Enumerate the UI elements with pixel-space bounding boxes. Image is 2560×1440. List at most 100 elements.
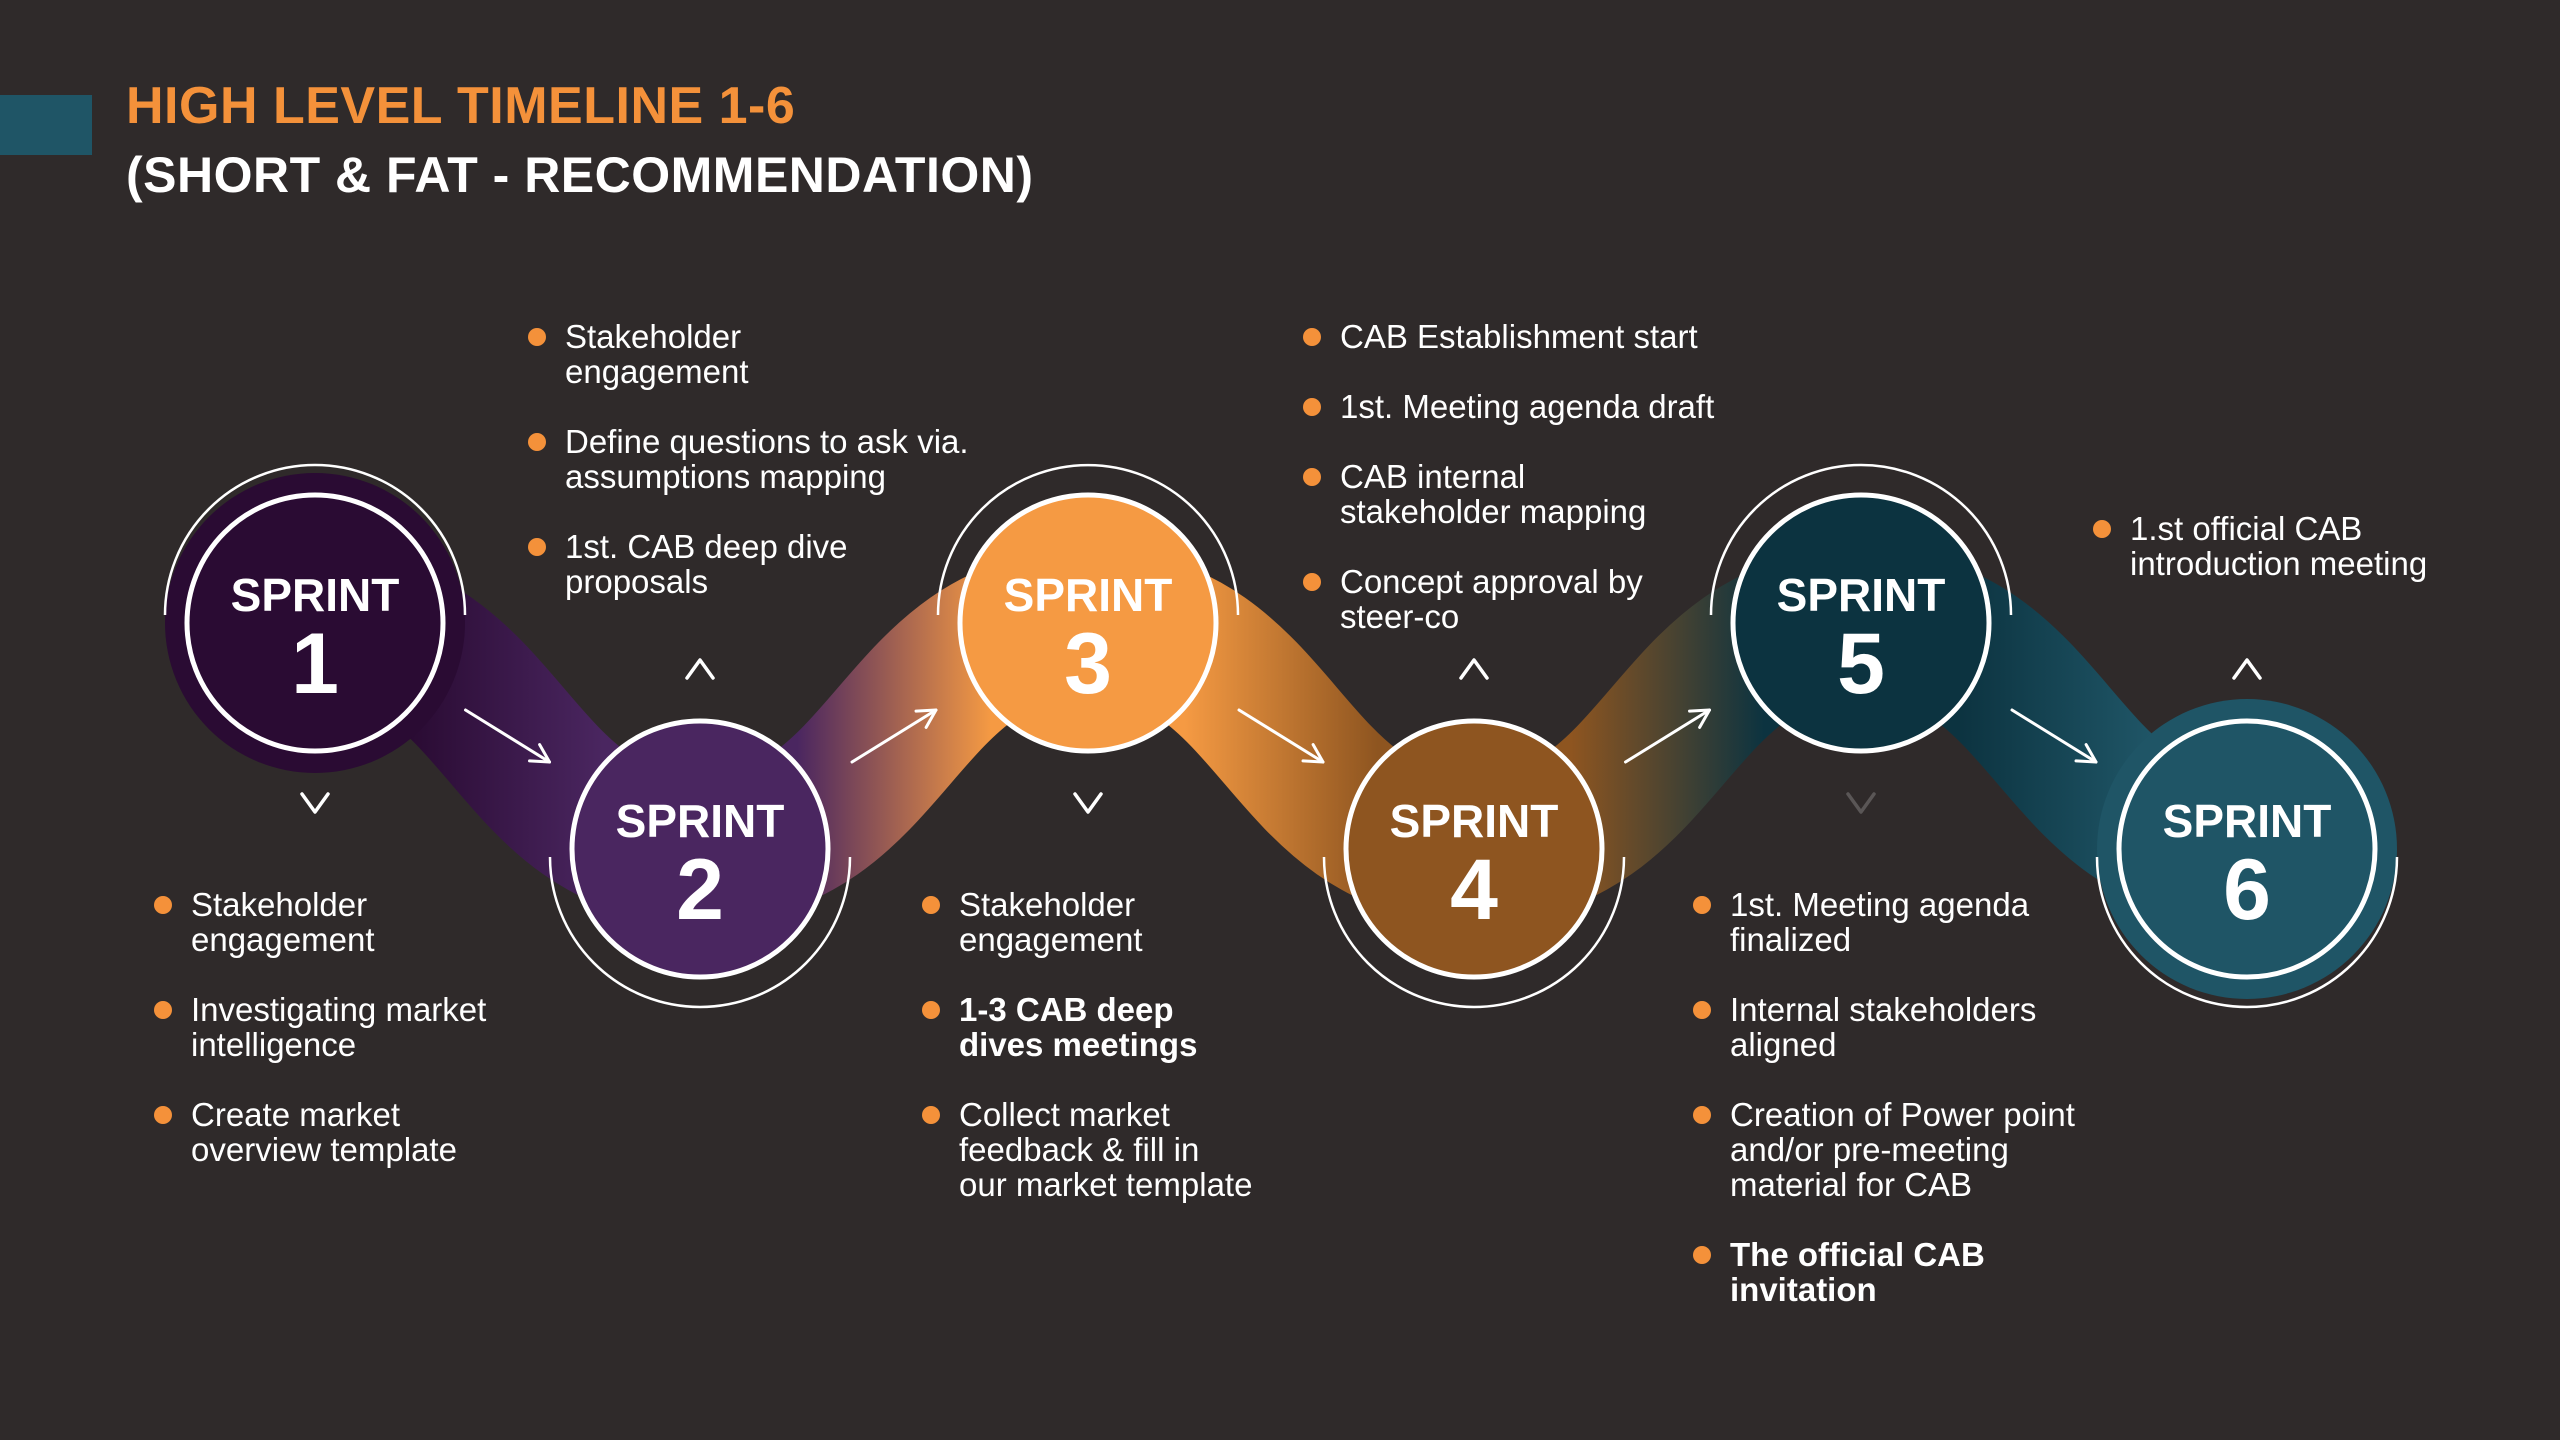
chevron-up-icon bbox=[685, 658, 715, 680]
sprint-6-label: SPRINT bbox=[2163, 795, 2332, 847]
activity-text-line: overview template bbox=[191, 1131, 457, 1168]
activity-text-line: Define questions to ask via. bbox=[565, 423, 969, 460]
flow-arrow-2 bbox=[850, 708, 938, 764]
activity-text-line: Internal stakeholders bbox=[1730, 991, 2037, 1028]
sprint-2-circle bbox=[569, 718, 831, 980]
activity-text-line: Collect market bbox=[959, 1096, 1170, 1133]
activity-text-line: assumptions mapping bbox=[565, 458, 887, 495]
sprint-nodes: SPRINT1SPRINT2SPRINT3SPRINT4SPRINT5SPRIN… bbox=[163, 463, 2399, 1009]
activity-text-line: steer-co bbox=[1340, 598, 1460, 635]
activity-text-line: finalized bbox=[1730, 921, 1852, 958]
sprint-3-number: 3 bbox=[1064, 616, 1112, 712]
sprint-1-circle bbox=[184, 492, 446, 754]
sprint-5-label: SPRINT bbox=[1777, 569, 1946, 621]
sprint-4-circle bbox=[1343, 718, 1605, 980]
chevron-up-icon bbox=[1459, 658, 1489, 680]
sprint-3-circle bbox=[957, 492, 1219, 754]
activity-text-line: 1.st official CAB bbox=[2130, 510, 2363, 547]
activity-item: Define questions to ask via.assumptions … bbox=[528, 424, 969, 494]
activity-text-line: our market template bbox=[959, 1166, 1253, 1203]
timeline-arrows bbox=[464, 708, 2098, 764]
chevron-down-icon bbox=[300, 792, 330, 814]
sprint-5-number: 5 bbox=[1837, 616, 1885, 712]
activity-text-line: 1-3 CAB deep bbox=[959, 991, 1174, 1028]
activity-text-line: invitation bbox=[1730, 1271, 1877, 1308]
activity-text-line: and/or pre-meeting bbox=[1730, 1131, 2009, 1168]
activity-text-line: engagement bbox=[191, 921, 375, 958]
flow-arrow-5 bbox=[2010, 708, 2098, 764]
sprint-1-outer-ring bbox=[163, 463, 467, 616]
activity-item: CAB Establishment start bbox=[1303, 319, 1714, 354]
activity-text-line: feedback & fill in bbox=[959, 1131, 1200, 1168]
activity-text-line: stakeholder mapping bbox=[1340, 493, 1647, 530]
activity-text-line: material for CAB bbox=[1730, 1166, 1973, 1203]
activity-text-line: CAB internal bbox=[1340, 458, 1526, 495]
activity-text-line: The official CAB bbox=[1730, 1236, 1985, 1273]
activity-text-line: engagement bbox=[959, 921, 1143, 958]
sprint-3-label: SPRINT bbox=[1004, 569, 1173, 621]
flow-arrow-1 bbox=[464, 708, 551, 764]
activity-text-line: dives meetings bbox=[959, 1026, 1198, 1063]
sprint-5-outer-ring bbox=[1709, 463, 2013, 616]
page-subtitle: (SHORT & FAT - RECOMMENDATION) bbox=[126, 147, 1034, 203]
sprint-1-number: 1 bbox=[291, 616, 339, 712]
activity-text-line: 1st. Meeting agenda draft bbox=[1340, 388, 1715, 425]
sprint-4-activities: CAB Establishment start 1st. Meeting agen… bbox=[1303, 319, 1714, 634]
flow-arrow-4 bbox=[1624, 708, 1711, 764]
sprint-2-number: 2 bbox=[676, 842, 724, 938]
sprint-2-label: SPRINT bbox=[616, 795, 785, 847]
sprint-2-outer-ring bbox=[548, 856, 852, 1009]
activity-text-line: Investigating market bbox=[191, 991, 487, 1028]
sprint-3-outer-ring bbox=[936, 463, 1240, 616]
activity-text-line: Create market bbox=[191, 1096, 401, 1133]
activity-text-line: Stakeholder bbox=[565, 318, 742, 355]
sprint-6-number: 6 bbox=[2223, 842, 2271, 938]
activity-text-line: Stakeholder bbox=[191, 886, 368, 923]
sprint-4-label: SPRINT bbox=[1390, 795, 1559, 847]
sprint-4-outer-ring bbox=[1322, 856, 1626, 1009]
activity-text-line: introduction meeting bbox=[2130, 545, 2428, 582]
chevron-up-icon bbox=[2232, 658, 2262, 680]
chevron-down-icon bbox=[1846, 792, 1876, 814]
activity-text-line: Creation of Power point bbox=[1730, 1096, 2075, 1133]
sprint-6-outer-ring bbox=[2095, 856, 2399, 1009]
activity-text-line: Concept approval by bbox=[1340, 563, 1643, 600]
activity-text-line: 1st. Meeting agenda bbox=[1730, 886, 2030, 923]
activity-text-line: CAB Establishment start bbox=[1340, 318, 1698, 355]
sprint-1-label: SPRINT bbox=[231, 569, 400, 621]
page-title: HIGH LEVEL TIMELINE 1-6 bbox=[126, 77, 796, 135]
activity-text-line: Stakeholder bbox=[959, 886, 1136, 923]
activity-text-line: proposals bbox=[565, 563, 709, 600]
sprint-6-circle bbox=[2116, 718, 2378, 980]
sprint-4-number: 4 bbox=[1450, 842, 1498, 938]
accent-bar bbox=[0, 95, 92, 155]
chevron-down-icon bbox=[1073, 792, 1103, 814]
sprint-5-circle bbox=[1730, 492, 1992, 754]
activity-text-line: engagement bbox=[565, 353, 749, 390]
activity-text-line: intelligence bbox=[191, 1026, 357, 1063]
